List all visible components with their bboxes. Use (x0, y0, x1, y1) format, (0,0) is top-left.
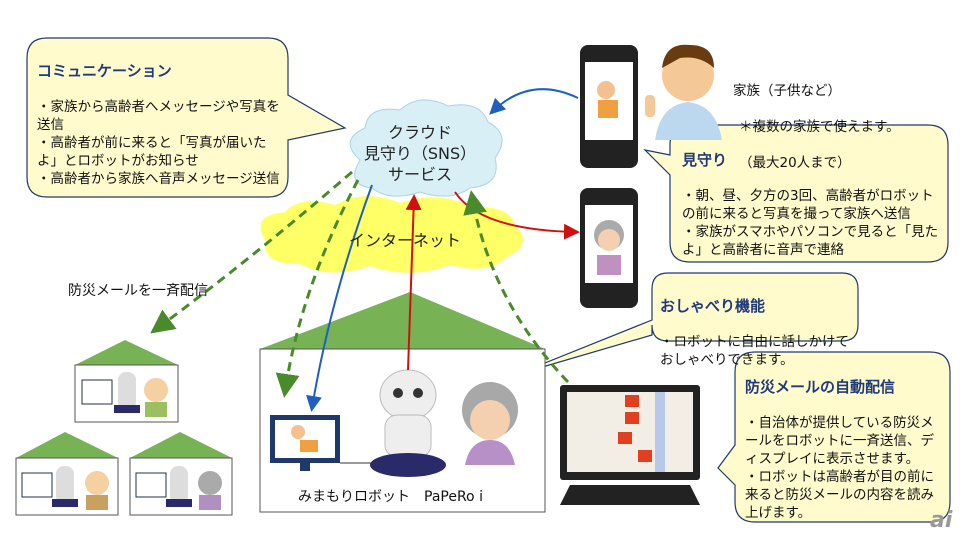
service-cloud (349, 99, 503, 197)
cloud-line1: クラウド (387, 123, 452, 142)
ai-logo: ai (930, 508, 953, 533)
cloud-line3: サービス (387, 165, 452, 184)
house-roof (260, 292, 545, 349)
internet-cloud (260, 195, 523, 273)
mimamori-callout: 見守り ・朝、昼、夕方の3回、高齢者がロボットの前に来ると写真を撮って家族へ送信… (682, 133, 944, 259)
pc-disaster-map-icon (560, 385, 700, 505)
bousai-bubble (717, 351, 951, 523)
arrow-cloud-to-phone2 (454, 191, 580, 240)
bousai-callout: 防災メールの自動配信 ・自治体が提供している防災メールをロボットに一斉送信、ディ… (745, 360, 945, 522)
monitor-icon (270, 415, 385, 471)
bousai-body: ・自治体が提供している防災メールをロボットに一斉送信、ディスプレイに表示させます… (745, 415, 934, 521)
cloud-line2: 見守り（SNS） (363, 144, 477, 163)
mimamori-body: ・朝、昼、夕方の3回、高齢者がロボットの前に来ると写真を撮って家族へ送信 ・家族… (682, 188, 939, 258)
arrow-cloud-to-house (275, 179, 360, 398)
oshaberi-title: おしゃべり機能 (660, 297, 766, 315)
robot-label: みまもりロボット PaPeRo i (298, 489, 483, 505)
arrow-robot-to-cloud (405, 194, 422, 371)
arrow-pc-to-cloud (463, 190, 570, 384)
oshaberi-body: ・ロボットに自由に話しかけておしゃべりできます。 (660, 334, 849, 368)
small-house-icons (21, 372, 222, 510)
communication-callout: コミュニケーション ・家族から高齢者へメッセージや写真を送信 ・高齢者が前に来る… (37, 44, 282, 188)
arrow-cloud-to-monitor (306, 184, 373, 412)
oshaberi-bubble (514, 272, 859, 376)
bousai-title: 防災メールの自動配信 (745, 378, 896, 396)
robot-icon (370, 369, 446, 477)
family-person-icon (645, 44, 722, 140)
mimamori-title: 見守り (682, 151, 728, 169)
family-label: 家族（子供など） ＊複数の家族で使えます。 （最大20人まで） (733, 64, 953, 190)
communication-body: ・家族から高齢者へメッセージや写真を送信 ・高齢者が前に来ると「写真が届いたよ」… (37, 99, 280, 187)
family-line3: （最大20人まで） (739, 155, 851, 171)
communication-title: コミュニケーション (37, 62, 172, 80)
grandma-icon (462, 382, 518, 465)
family-line2: ＊複数の家族で使えます。 (739, 119, 900, 135)
cloud-service-label: クラウド 見守り（SNS） サービス (350, 122, 490, 185)
communication-bubble (26, 37, 347, 198)
arrow-phone-to-cloud (489, 88, 579, 115)
broadcast-label: 防災メールを一斉配信 (68, 283, 208, 299)
arrow-cloud-to-houses (150, 170, 353, 334)
family-line1: 家族（子供など） (733, 83, 841, 99)
internet-label: インターネット (348, 231, 461, 250)
oshaberi-callout: おしゃべり機能 ・ロボットに自由に話しかけておしゃべりできます。 (660, 279, 856, 369)
